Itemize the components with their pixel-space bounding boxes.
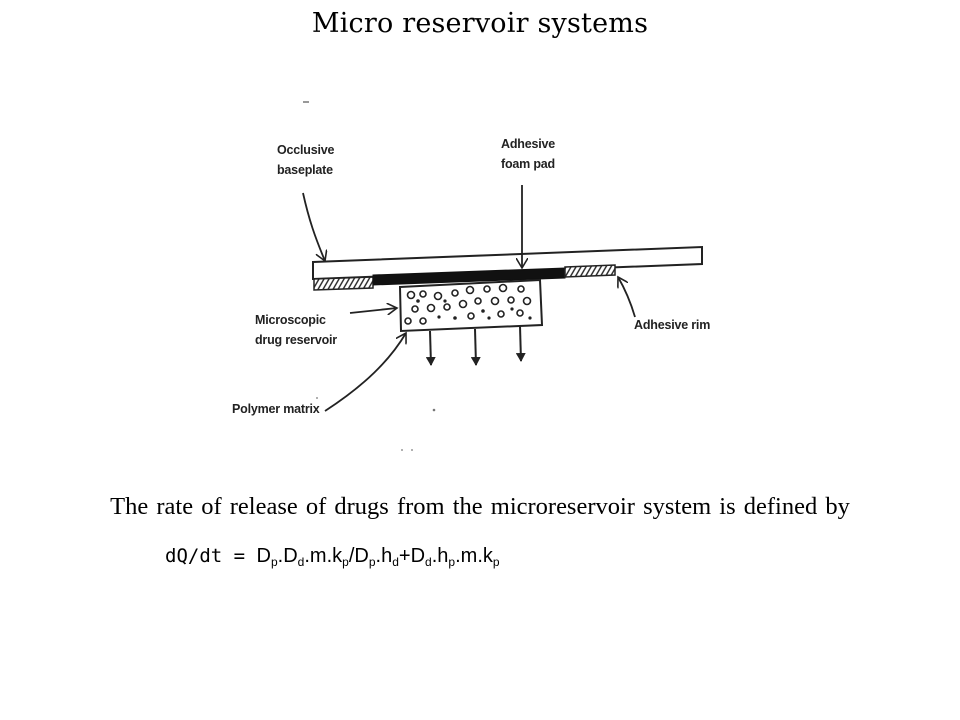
equation-term-0: D (256, 545, 271, 567)
equation-term-1: D (283, 545, 298, 567)
equation-operator-6: .m. (455, 545, 483, 567)
polymer-pointer (324, 333, 406, 412)
drug-particles (404, 283, 532, 325)
equation-term-7: k (482, 545, 493, 567)
drug-particles-solid (416, 299, 532, 320)
occlusive-baseplate (312, 245, 703, 281)
stray-dot (316, 397, 318, 399)
page-title: Micro reservoir systems (311, 8, 649, 39)
microscopic-pointer (349, 308, 397, 313)
release-arrow-2 (470, 328, 481, 366)
label-microscopic-line1: Microscopic (255, 313, 326, 327)
label-microscopic: Microscopic drug reservoir (255, 310, 337, 350)
micro-reservoir-diagram: Occlusive baseplate Adhesive foam pad Mi… (225, 85, 745, 465)
release-arrow-3 (515, 325, 526, 362)
occlusive-pointer (302, 192, 325, 261)
label-microscopic-line2: drug reservoir (255, 333, 337, 347)
adhesive-rim-pointer (618, 277, 636, 318)
label-adhesive-pad-line2: foam pad (501, 157, 555, 171)
equation-subscript-1: d (297, 555, 305, 569)
description-text: The rate of release of drugs from the mi… (110, 493, 850, 520)
equation-operator-5: . (431, 545, 438, 567)
equation-term-2: k (332, 545, 343, 567)
adhesive-rim-left (313, 276, 374, 291)
label-adhesive-rim: Adhesive rim (634, 318, 711, 332)
label-occlusive-line2: baseplate (277, 163, 333, 177)
equation-term-4: h (381, 545, 393, 567)
equation-operator-4: + (398, 545, 411, 567)
release-rate-equation: dQ/dt = Dp.Dd.m.kp/Dp.hd+Dd.hp.m.kp (165, 545, 500, 569)
equation-operator-0: . (277, 545, 284, 567)
label-adhesive-pad: Adhesive foam pad (501, 134, 555, 174)
equation-term-5: D (410, 545, 426, 567)
equation-subscript-6: p (448, 555, 456, 569)
equation-subscript-0: p (270, 555, 278, 569)
stray-dot (401, 449, 403, 451)
stray-dot (411, 449, 413, 451)
equation-subscript-5: d (425, 555, 432, 569)
diagram-drawing (302, 101, 703, 451)
adhesive-foam-pad (372, 267, 566, 286)
label-polymer-matrix: Polymer matrix (232, 402, 320, 416)
release-arrow-1 (425, 330, 436, 366)
equation-subscript-4: d (392, 555, 399, 569)
equation-subscript-3: p (368, 555, 376, 569)
equation-operator-2: / (348, 545, 355, 567)
label-occlusive: Occlusive baseplate (277, 140, 334, 180)
equation-subscript-2: p (342, 555, 349, 569)
equation-rhs: Dp.Dd.m.kp/Dp.hd+Dd.hp.m.kp (256, 545, 500, 569)
adhesive-rim-right (564, 264, 616, 278)
stray-dot (432, 408, 436, 412)
equation-lhs: dQ/dt = (165, 545, 257, 567)
equation-operator-3: . (375, 545, 382, 567)
label-occlusive-line1: Occlusive (277, 143, 335, 157)
equation-term-6: h (437, 545, 449, 567)
label-adhesive-pad-line1: Adhesive (501, 137, 555, 151)
equation-term-3: D (354, 545, 369, 567)
equation-subscript-7: p (492, 555, 500, 569)
equation-operator-1: .m. (304, 545, 333, 567)
